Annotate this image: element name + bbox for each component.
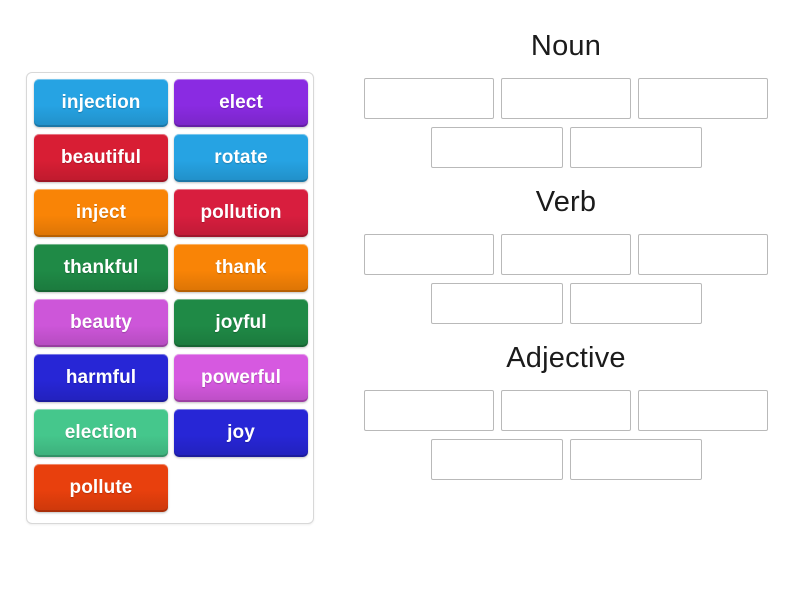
word-tile[interactable]: pollute (34, 464, 168, 512)
drop-zone-row (350, 127, 782, 168)
word-tile[interactable]: beauty (34, 299, 168, 347)
drop-zone[interactable] (364, 78, 494, 119)
drop-zone[interactable] (501, 390, 631, 431)
word-tile[interactable]: election (34, 409, 168, 457)
drop-zone[interactable] (364, 390, 494, 431)
category-group: Noun (350, 26, 782, 168)
drop-zone[interactable] (430, 439, 563, 480)
word-tile[interactable]: joy (174, 409, 308, 457)
drop-zone-row (350, 439, 782, 480)
category-title: Adjective (506, 342, 626, 374)
drop-zone[interactable] (638, 78, 768, 119)
drop-zone[interactable] (638, 390, 768, 431)
category-group: Verb (350, 182, 782, 324)
word-tile[interactable]: inject (34, 189, 168, 237)
drop-zone[interactable] (430, 283, 563, 324)
drop-zone[interactable] (569, 439, 702, 480)
word-tile[interactable]: pollution (174, 189, 308, 237)
drop-zone-row (350, 390, 782, 431)
drop-zone[interactable] (501, 78, 631, 119)
word-tile[interactable]: harmful (34, 354, 168, 402)
drop-zone[interactable] (569, 127, 702, 168)
tile-slot-empty (174, 464, 308, 512)
drop-zone[interactable] (569, 283, 702, 324)
drop-zone[interactable] (364, 234, 494, 275)
word-tile[interactable]: joyful (174, 299, 308, 347)
category-title: Verb (535, 186, 597, 218)
word-tile[interactable]: thankful (34, 244, 168, 292)
word-tile[interactable]: elect (174, 79, 308, 127)
drop-zone[interactable] (501, 234, 631, 275)
drop-zone-row (350, 234, 782, 275)
word-tile[interactable]: thank (174, 244, 308, 292)
word-tile[interactable]: injection (34, 79, 168, 127)
word-tile[interactable]: powerful (174, 354, 308, 402)
word-tile[interactable]: rotate (174, 134, 308, 182)
drop-zone[interactable] (430, 127, 563, 168)
drop-zone[interactable] (638, 234, 768, 275)
drop-zone-row (350, 283, 782, 324)
category-group: Adjective (350, 338, 782, 480)
word-tile[interactable]: beautiful (34, 134, 168, 182)
drop-zone-row (350, 78, 782, 119)
category-title: Noun (530, 30, 602, 62)
